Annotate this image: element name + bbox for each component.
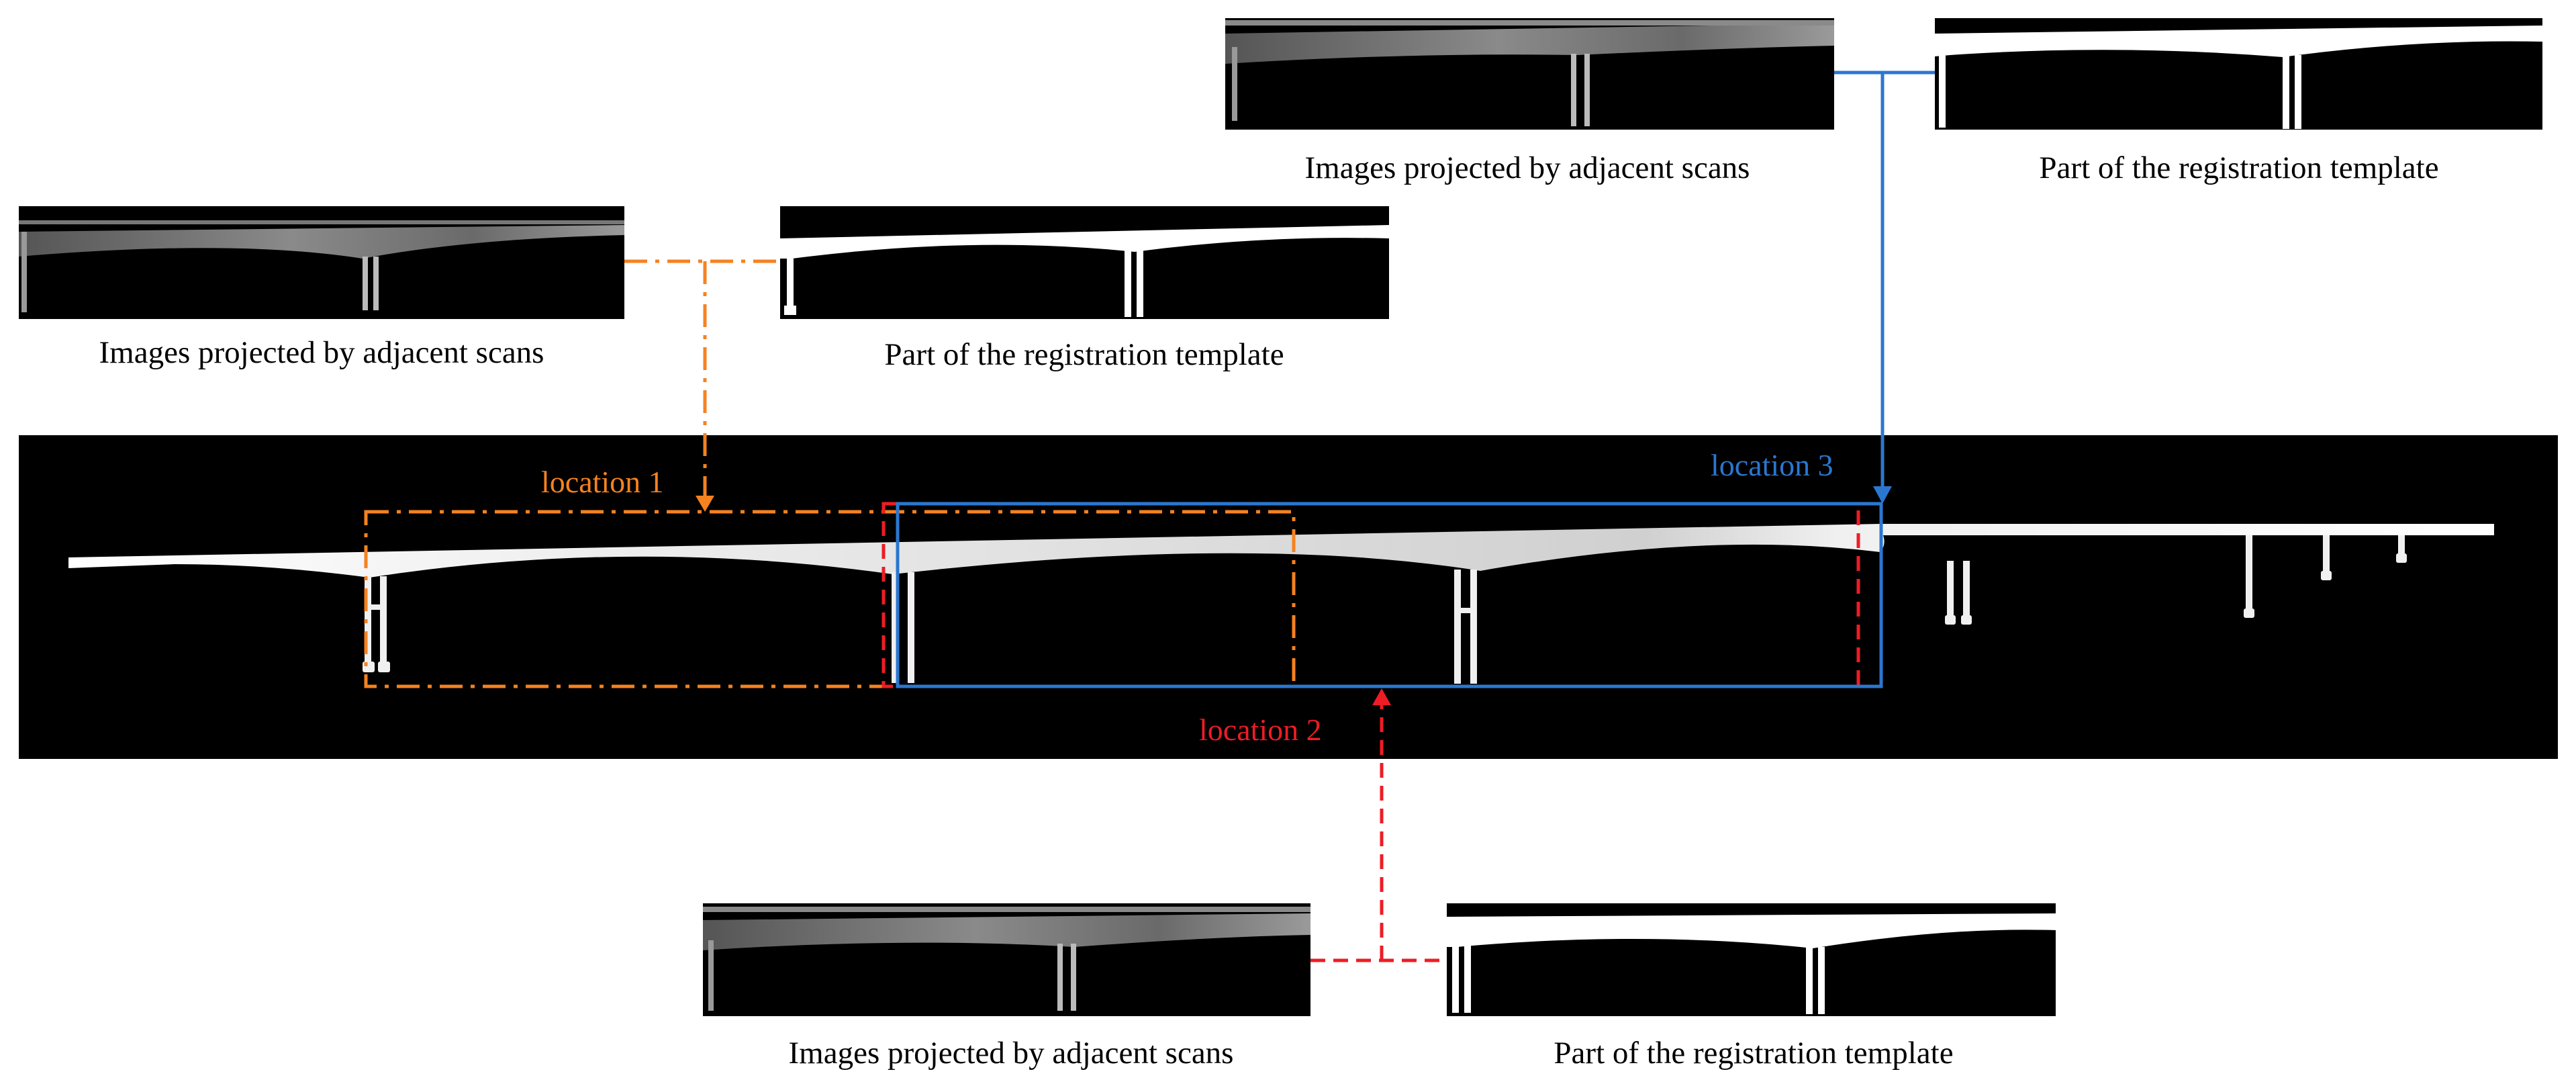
location-1-arrowhead <box>696 496 714 512</box>
location-1-connector <box>624 259 780 500</box>
location-3-arrowhead <box>1873 486 1892 504</box>
location-3-scan-caption: Images projected by adjacent scans <box>1305 150 1750 185</box>
location-3-connector <box>1834 71 1935 490</box>
main-bridge-panel: location 1 location 2 location 3 <box>19 435 2558 759</box>
location-2-scan-image <box>703 903 1310 1016</box>
location-1-frame <box>364 510 1296 688</box>
main-piers <box>363 535 2407 684</box>
location-3-template-caption: Part of the registration template <box>2039 150 2438 185</box>
location-1-label: location 1 <box>541 465 664 499</box>
location-2-connector <box>1310 703 1447 962</box>
location-2-label: location 2 <box>1199 713 1322 747</box>
location-2-group: Images projected by adjacent scans Part … <box>703 688 2056 1071</box>
location-3-label: location 3 <box>1711 448 1833 482</box>
main-panel-background <box>19 435 2558 759</box>
location-2-scan-caption: Images projected by adjacent scans <box>789 1036 1234 1071</box>
location-1-template-image <box>780 206 1389 319</box>
location-3-scan-image <box>1225 18 1834 130</box>
location-1-template-caption: Part of the registration template <box>884 337 1284 372</box>
location-2-template-caption: Part of the registration template <box>1554 1036 1953 1071</box>
location-3-frame <box>896 502 1883 688</box>
location-1-scan-image <box>19 206 624 319</box>
location-2-arrowhead <box>1372 688 1391 705</box>
location-1-group: Images projected by adjacent scans Part … <box>19 206 1389 512</box>
location-2-template-image <box>1447 903 2056 1016</box>
location-1-scan-caption: Images projected by adjacent scans <box>99 335 544 370</box>
location-3-group: Images projected by adjacent scans Part … <box>1225 18 2542 504</box>
main-bridge-deck <box>68 524 2494 578</box>
location-3-template-image <box>1935 18 2542 130</box>
